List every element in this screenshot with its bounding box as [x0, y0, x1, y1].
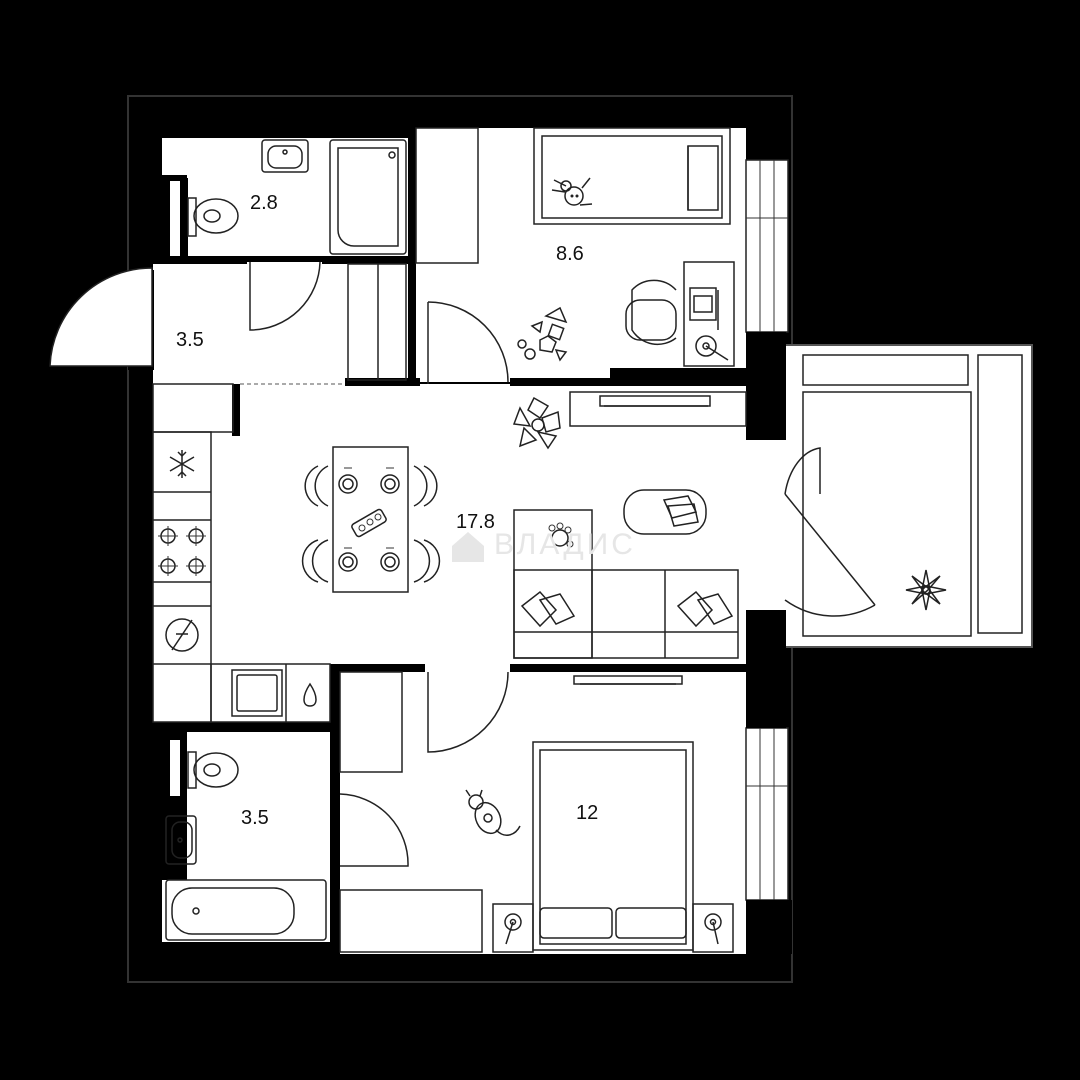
- door-swings: [249, 261, 876, 867]
- bathtub-top: [329, 139, 407, 255]
- bed-single: [533, 127, 731, 225]
- desk: [683, 261, 735, 367]
- tv-main-bedroom: [573, 675, 683, 685]
- room-floors: [153, 128, 788, 954]
- dishwasher-icon: [165, 618, 199, 652]
- tv-cabinet: [569, 391, 747, 427]
- sofa: [513, 509, 739, 659]
- watermark-logo-icon: [452, 532, 484, 562]
- balcony-plant-icon: [905, 569, 947, 611]
- bathtub-bottom: [165, 879, 327, 941]
- chair-desk: [625, 279, 677, 346]
- entrance-door: [49, 267, 154, 370]
- cat-icon: [465, 789, 521, 836]
- windows: [745, 159, 789, 901]
- toilet-top: [187, 197, 239, 237]
- nightstands: [492, 903, 734, 953]
- lamp-icon: [695, 335, 729, 361]
- toy-bunny-icon: [551, 177, 593, 206]
- stove-icon: [158, 526, 206, 576]
- toilet-bottom: [187, 751, 239, 789]
- plant-icon: [512, 396, 561, 450]
- fridge-snowflake-icon: [169, 450, 195, 478]
- area-living-kitchen: 17.8: [456, 511, 495, 533]
- area-bathroom-top: 2.8: [250, 192, 278, 214]
- dining-table: [301, 446, 441, 593]
- sink-bottom: [165, 815, 197, 865]
- bed-double: [532, 741, 694, 951]
- wardrobe-main: [339, 671, 483, 953]
- toys-icon: [517, 306, 568, 362]
- area-bedroom-main: 12: [576, 802, 598, 824]
- balcony: [783, 344, 1033, 648]
- area-bathroom-bottom: 3.5: [241, 807, 269, 829]
- area-bedroom-small: 8.6: [556, 243, 584, 265]
- area-hallway: 3.5: [176, 329, 204, 351]
- coffee-table: [623, 489, 707, 535]
- interior-walls: [153, 128, 792, 954]
- water-drop-icon: [303, 682, 317, 707]
- kitchen-counter: [152, 431, 331, 723]
- kitchen-sink-icon: [231, 669, 283, 717]
- sink-top: [261, 139, 309, 173]
- watermark: ВЛАДИС: [494, 528, 636, 561]
